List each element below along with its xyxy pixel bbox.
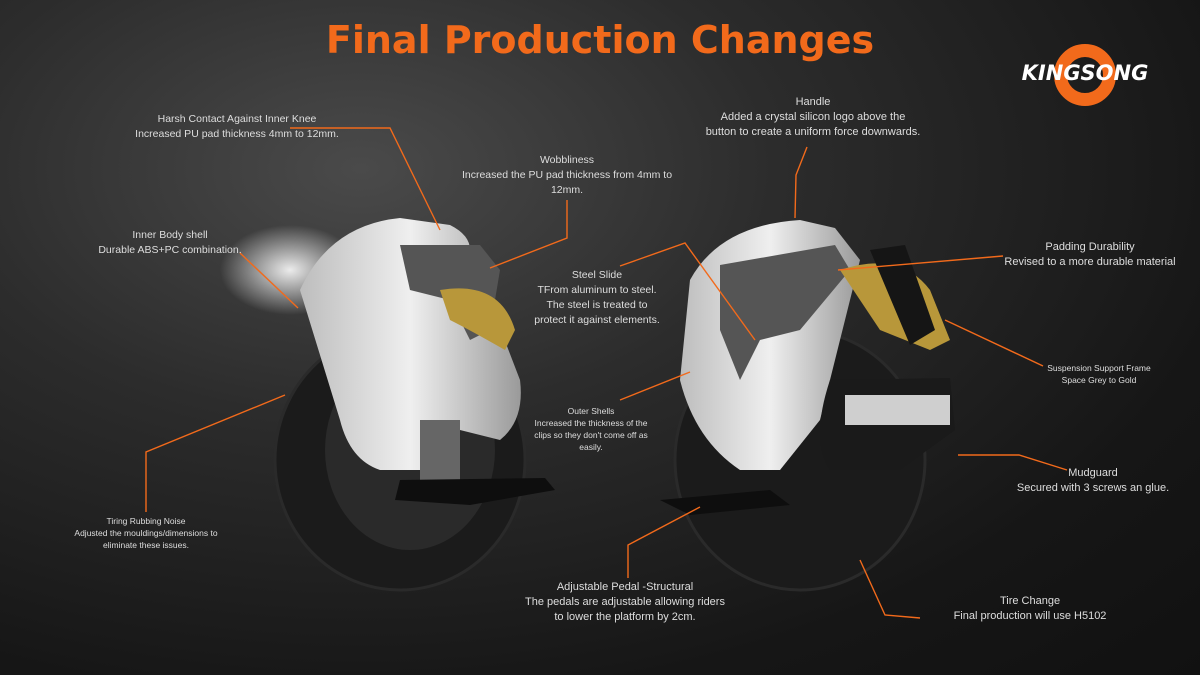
annotation-heading: Harsh Contact Against Inner Knee: [157, 113, 317, 125]
leader-line-padding-durability: [837, 255, 1004, 271]
annotation-handle: Handle Added a crystal silicon logo abov…: [706, 95, 921, 140]
annotation-heading: Steel Slide: [571, 269, 623, 281]
annotation-body: Adjusted the mouldings/dimensions to eli…: [74, 528, 218, 550]
annotation-body: Revised to a more durable material: [1004, 256, 1176, 268]
annotation-tiring-rubbing-noise: Tiring Rubbing Noise Adjusted the mouldi…: [66, 515, 226, 551]
annotation-heading: Mudguard: [1068, 467, 1118, 479]
kingsong-logo: KINGSONG: [1010, 44, 1160, 106]
annotation-heading: Inner Body shell: [132, 229, 208, 241]
left-wheel-illustration: [220, 218, 555, 592]
leader-line-steel-slide: [619, 242, 756, 341]
annotation-body: Durable ABS+PC combination.: [98, 244, 242, 256]
leader-line-tiring-rubbing-noise: [145, 394, 286, 512]
annotation-harsh-contact: Harsh Contact Against Inner Knee Increas…: [107, 112, 367, 142]
leader-line-harsh-contact: [290, 127, 441, 231]
right-wheel-illustration: [660, 220, 955, 592]
annotation-body: Final production will use H5102: [953, 610, 1107, 622]
annotation-body: Increased the thickness of the clips so …: [534, 418, 648, 452]
annotation-heading: Padding Durability: [1045, 241, 1135, 253]
leader-lines: [145, 127, 1068, 619]
annotation-inner-body-shell: Inner Body shell Durable ABS+PC combinat…: [70, 228, 270, 258]
leader-line-inner-body-shell: [239, 252, 299, 309]
annotation-body: Increased the PU pad thickness from 4mm …: [461, 169, 673, 196]
annotation-heading: Tiring Rubbing Noise: [106, 516, 186, 526]
annotation-heading: Tire Change: [999, 595, 1061, 607]
annotation-heading: Wobbliness: [539, 154, 595, 166]
annotation-body: Secured with 3 screws an glue.: [1016, 482, 1170, 494]
annotation-outer-shells: Outer Shells Increased the thickness of …: [529, 405, 654, 453]
leader-line-outer-shells: [619, 371, 691, 401]
annotation-suspension-support-frame: Suspension Support Frame Space Grey to G…: [1029, 362, 1169, 386]
annotation-mudguard: Mudguard Secured with 3 screws an glue.: [998, 466, 1188, 496]
annotation-padding-durability: Padding Durability Revised to a more dur…: [990, 240, 1190, 270]
logo-text: KINGSONG: [1021, 61, 1149, 85]
annotation-heading: Suspension Support Frame: [1047, 363, 1151, 373]
leader-line-mudguard: [958, 454, 1068, 471]
leader-line-suspension-frame: [944, 319, 1044, 367]
annotation-adjustable-pedal: Adjustable Pedal -Structural The pedals …: [520, 580, 730, 625]
annotation-tire-change: Tire Change Final production will use H5…: [935, 594, 1125, 624]
annotation-body: The pedals are adjustable allowing rider…: [525, 596, 725, 623]
leader-line-tire-change: [859, 559, 921, 619]
annotation-wobbliness: Wobbliness Increased the PU pad thicknes…: [460, 153, 675, 198]
annotation-body: Space Grey to Gold: [1061, 375, 1137, 385]
annotation-body: Increased PU pad thickness 4mm to 12mm.: [135, 128, 339, 140]
leader-line-wobbliness: [489, 200, 568, 269]
annotation-steel-slide: Steel Slide TFrom aluminum to steel. The…: [530, 268, 665, 328]
annotation-body: TFrom aluminum to steel. The steel is tr…: [534, 284, 660, 326]
annotation-heading: Adjustable Pedal -Structural: [556, 581, 694, 593]
annotation-heading: Handle: [795, 96, 831, 108]
leader-line-adjustable-pedal: [627, 506, 701, 578]
annotation-body: Added a crystal silicon logo above the b…: [705, 111, 921, 138]
annotation-heading: Outer Shells: [567, 406, 615, 416]
page-title: Final Production Changes: [325, 18, 875, 62]
leader-line-handle: [794, 146, 808, 219]
